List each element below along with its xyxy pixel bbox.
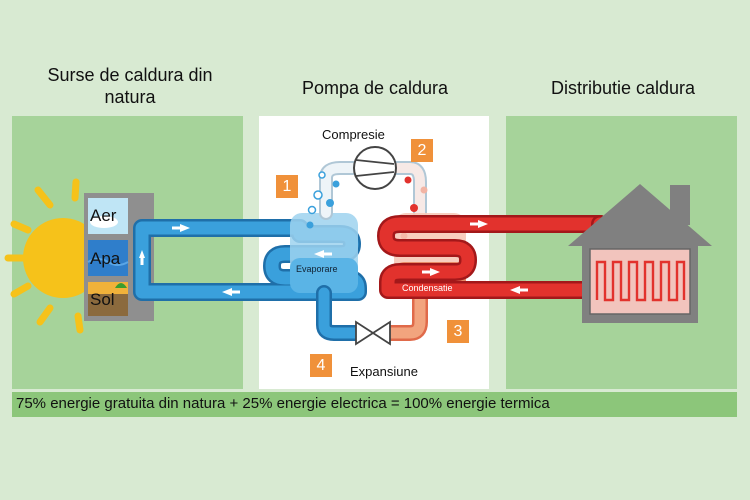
compression-label: Compresie: [322, 127, 385, 142]
compressor-icon: [353, 146, 397, 190]
energy-summary-bar: 75% energie gratuita din natura + 25% en…: [12, 392, 737, 417]
heading-heat-pump: Pompa de caldura: [301, 78, 449, 98]
source-soil-label: Sol: [90, 290, 115, 309]
expansion-label: Expansiune: [350, 364, 418, 379]
heading-heat-distribution: Distributie caldura: [550, 78, 696, 98]
condenser-label: Condensatie: [402, 283, 453, 293]
source-water-label: Apa: [90, 249, 121, 268]
refrigerant-circuit: [316, 161, 428, 341]
energy-summary-text: 75% energie gratuita din natura + 25% en…: [16, 395, 550, 412]
evaporator-label: Evaporare: [296, 264, 338, 274]
sun-icon: [4, 178, 103, 334]
step-badge-3: 3: [447, 320, 469, 343]
step-badge-4: 4: [310, 354, 332, 377]
step-badge-1: 1: [276, 175, 298, 198]
expansion-valve-icon: [355, 320, 391, 346]
step-badge-2: 2: [411, 139, 433, 162]
heading-natural-sources: Surse de caldura din natura: [47, 65, 213, 107]
source-air-label: Aer: [90, 206, 117, 225]
house-icon: [568, 184, 712, 323]
